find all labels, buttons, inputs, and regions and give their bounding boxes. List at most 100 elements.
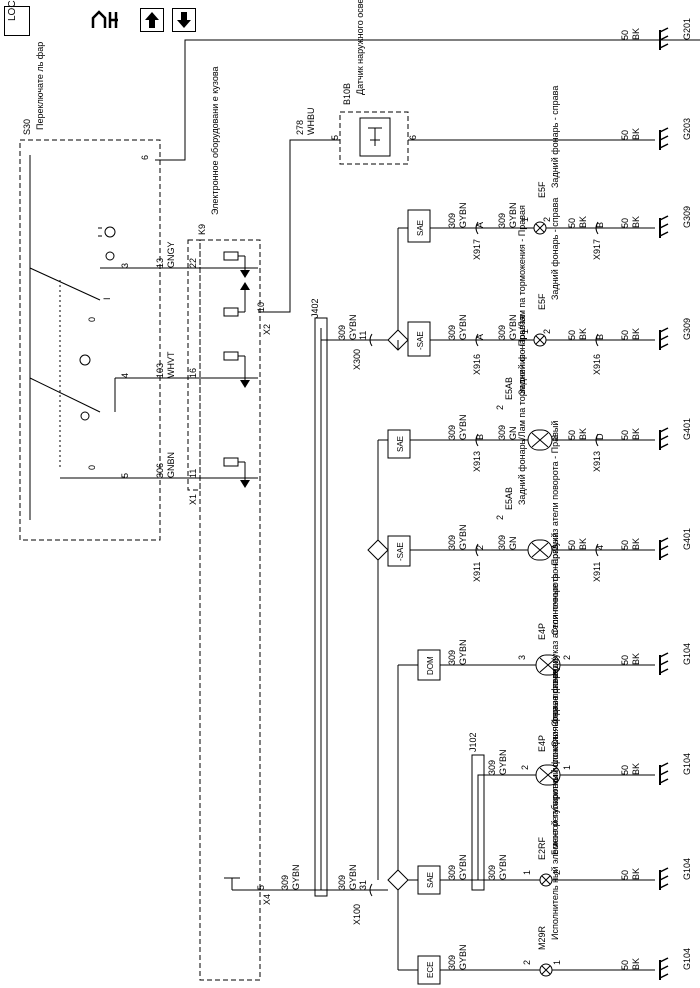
circuit-nav-button[interactable]: [90, 8, 122, 32]
pin-e2rf-2: 2: [552, 870, 562, 875]
wire306-color: GNBN: [166, 452, 176, 478]
connector-x916-b: X916: [592, 354, 602, 375]
pin-x4-5: 5: [256, 885, 266, 890]
wire309-circuit-b: 309: [337, 875, 347, 890]
pin-x913-b: B: [475, 434, 485, 440]
wire309-e5f2b-circuit: 309: [497, 325, 507, 340]
pin-e5f1-2: 2: [542, 217, 552, 222]
gnd-g201-circuit: 50: [620, 30, 630, 40]
s30-name: Переключате ль фар: [35, 42, 45, 130]
wire309-e5f1b-color: GYBN: [508, 202, 518, 228]
option-nsae-1: [407, 321, 431, 357]
pin-x100-31: 31: [358, 880, 368, 890]
gnd-e5f2b-color: BK: [631, 328, 641, 340]
connector-x911-b: X911: [592, 562, 602, 582]
gnd-g203-circuit: 50: [620, 130, 630, 140]
connector-x911-a: X911: [472, 562, 482, 582]
pin-x300-11: 11: [358, 331, 368, 340]
ground-g401-a: G401: [682, 418, 692, 440]
k9-id: K9: [197, 224, 207, 235]
wire309gn-e5ab1-color: GN: [508, 427, 518, 441]
wire309-e2rf-circuit: 309: [447, 865, 457, 880]
option-sae-3: [417, 865, 441, 895]
connector-x916-a: X916: [472, 354, 482, 375]
ground-icon: [659, 537, 669, 560]
ground-g104-d: G104: [682, 948, 692, 970]
e5ab1-id: E5AB: [504, 377, 514, 400]
ground-g104-a: G104: [682, 643, 692, 665]
gnd-e5ab1b-circuit: 50: [620, 430, 630, 440]
ground-icon: [659, 957, 669, 980]
wire309-e2rf-b-color: GYBN: [498, 854, 508, 880]
pin-s30-3: 3: [120, 263, 130, 268]
option-sae-2: [387, 429, 411, 459]
wire309-e4p2-color: GYBN: [498, 749, 508, 775]
lamp-e5ab2-icon: [527, 539, 553, 561]
e5ab2-id: E5AB: [504, 487, 514, 510]
wire309-e5f1b-circuit: 309: [497, 213, 507, 228]
connector-x2: X2: [262, 324, 272, 335]
gnd-e4p1-color: BK: [631, 653, 641, 665]
connector-x4: X4: [262, 894, 272, 905]
wire-s30-g201: [160, 39, 700, 161]
arrow-up-button[interactable]: [140, 8, 164, 32]
e4p2-name: Стояночные фонари/указ атели поворота - …: [550, 533, 560, 747]
wire309-m29r-circuit: 309: [447, 955, 457, 970]
connector-x100: X100: [352, 904, 362, 925]
j402-label: J402: [310, 298, 320, 318]
b10b-id: B10B: [342, 83, 352, 105]
pin-s30-6: 6: [140, 155, 150, 160]
location-button[interactable]: LOC: [4, 0, 30, 36]
pin-k9-10: 10: [256, 302, 266, 312]
k9-input-2: [223, 351, 250, 388]
wire278-color: WHBU: [306, 108, 316, 136]
pin-x917-a: A: [475, 222, 485, 228]
wire309-e5f2b-color: GYBN: [508, 314, 518, 340]
option-nsae-2-label: -SAE: [396, 542, 405, 561]
gnd-m29r-color: BK: [631, 958, 641, 970]
ground-icon: [659, 27, 669, 50]
connector-x913-a: X913: [472, 451, 482, 472]
wire309-m29r-color: GYBN: [458, 944, 468, 970]
pin-x911-4: 4: [595, 545, 605, 550]
headlamp-high-icon: [79, 354, 91, 366]
gnd-e2rf-circuit: 50: [620, 870, 630, 880]
e4p2-id: E4P: [537, 735, 547, 752]
wire309-e5f2-circuit: 309: [447, 325, 457, 340]
parking-lamp-icon: [105, 251, 115, 261]
k9-module-box: [199, 239, 261, 981]
wire309-e5ab1-circuit: 309: [447, 425, 457, 440]
ground-g201: G201: [682, 18, 692, 40]
gnd-g203-color: BK: [631, 128, 641, 140]
e4p1-id: E4P: [537, 623, 547, 640]
pin-e4p1-2: 2: [562, 655, 572, 660]
wire309gn-e5ab2-color: GN: [508, 537, 518, 551]
pin-x917-b: B: [595, 222, 605, 228]
headlamp-low-icon: [98, 226, 116, 238]
pin-e5ab2-3: 3: [550, 545, 560, 550]
arrow-up-icon: [145, 12, 159, 28]
s30-id: S30: [22, 119, 32, 135]
wire309-e5ab2-circuit: 309: [447, 535, 457, 550]
wire306-circuit: 306: [155, 463, 165, 478]
arrow-down-button[interactable]: [172, 8, 196, 32]
e5ab1-name: Задний фонарь/Лам па торможения - Правая: [517, 205, 527, 395]
wire309-circuit-c: 309: [337, 325, 347, 340]
s30-switch-box: [19, 139, 161, 541]
gnd-e5f1b-color: BK: [631, 216, 641, 228]
lamp-e4p2-icon: [535, 764, 561, 786]
gnd-g201-color: BK: [631, 28, 641, 40]
photo-sensor-icon: [359, 117, 391, 157]
lamp-e4p1-icon: [535, 654, 561, 676]
pin-e5f2-1: 1: [520, 329, 530, 334]
e2rf-name: Боковой габаритный фонарь - Справа спере…: [550, 659, 560, 855]
pin-k9-22: 22: [188, 258, 198, 268]
ground-icon: [659, 215, 669, 238]
wire309gn-e5ab2-circuit: 309: [497, 535, 507, 550]
wire309-e5ab1-color: GYBN: [458, 414, 468, 440]
pin-x916-a: A: [475, 334, 485, 340]
gnd-e5f2b-circuit: 50: [620, 330, 630, 340]
gnd-m29r-circuit: 50: [620, 960, 630, 970]
wire278-circuit: 278: [295, 120, 305, 135]
lamp-m29r-icon: [539, 963, 553, 977]
